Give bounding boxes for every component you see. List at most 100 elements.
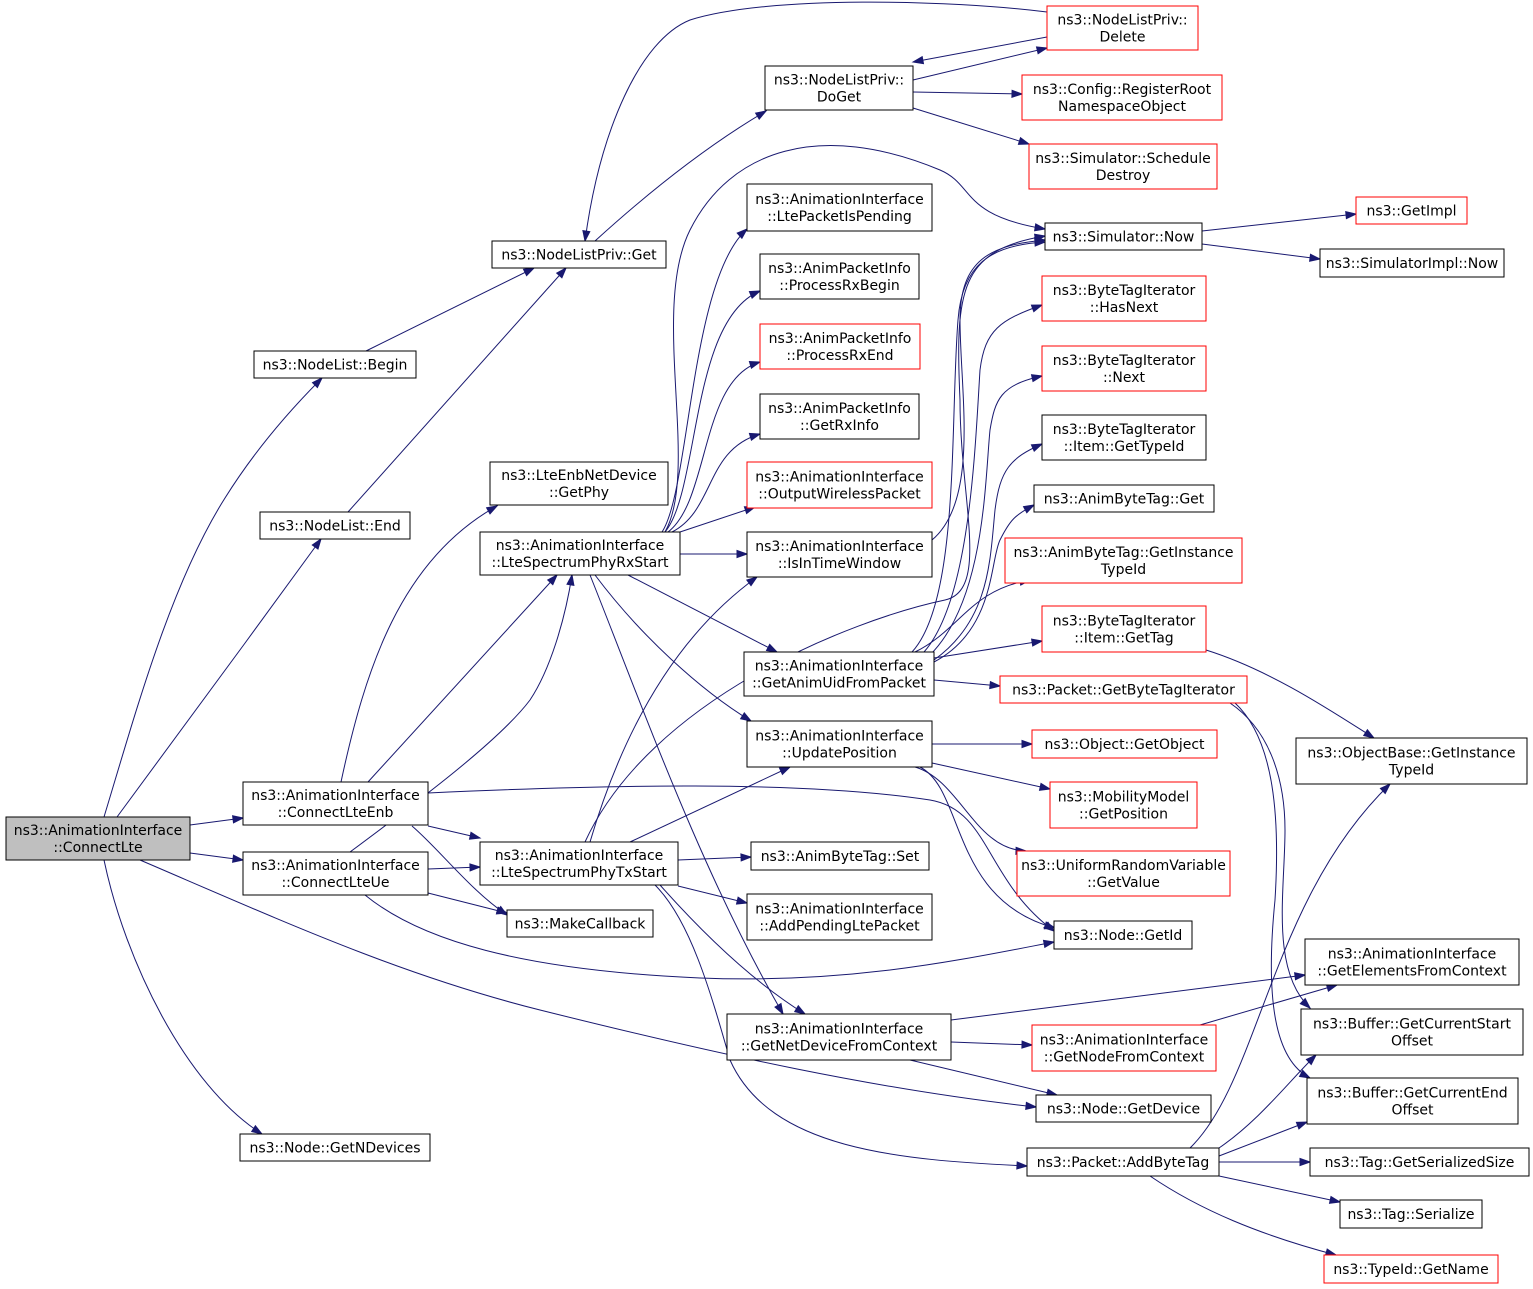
node-isintimewindow[interactable]: ns3::AnimationInterface::IsInTimeWindow [746,531,933,578]
node-updateposition[interactable]: ns3::AnimationInterface::UpdatePosition [746,720,933,768]
node-getelementsfromctx[interactable]: ns3::AnimationInterface::GetElementsFrom… [1304,938,1520,986]
node-bti_item_gettag[interactable]: ns3::ByteTagIterator::Item::GetTag [1041,605,1207,653]
node-label-lteenb_getphy-line1: ns3::LteEnbNetDevice [501,468,656,484]
arrowhead-doget-to-registerroot [1011,89,1024,98]
node-box-urv_getvalue [1016,850,1231,897]
node-box-makecallback [506,909,654,938]
node-label-mobility_getposition-line1: ns3::MobilityModel [1058,790,1190,806]
node-nodelist_begin[interactable]: ns3::NodeList::Begin [253,350,417,379]
arrowhead-doget-to-scheduledestroy [1017,136,1031,145]
node-getnodefromctx[interactable]: ns3::AnimationInterface::GetNodeFromCont… [1031,1024,1217,1072]
node-box-packet_addbytetag [1026,1147,1220,1177]
node-getrxinfo[interactable]: ns3::AnimPacketInfo::GetRxInfo [759,393,920,440]
node-box-doget [764,65,914,111]
node-typeid_getname[interactable]: ns3::TypeId::GetName [1323,1254,1499,1284]
edge-nodelist_end-to-nodelistpriv_get [347,267,567,513]
edge-packet_addbytetag-to-objectbase_getinstance [1189,783,1391,1149]
edge-connectlteenb-to-lteenb_getphy [340,505,498,783]
node-outputwireless[interactable]: ns3::AnimationInterface::OutputWirelessP… [746,461,933,509]
node-doget[interactable]: ns3::NodeListPriv::DoGet [764,65,914,111]
node-label-nlp_delete-line1: ns3::NodeListPriv:: [1057,13,1187,29]
node-node_getdevice[interactable]: ns3::Node::GetDevice [1035,1094,1212,1123]
node-nlp_delete[interactable]: ns3::NodeListPriv::Delete [1046,5,1199,51]
node-connectlteenb[interactable]: ns3::AnimationInterface::ConnectLteEnb [242,781,429,826]
node-label-connectlteenb-line2: ::ConnectLteEnb [278,805,394,821]
node-animbytetag_set[interactable]: ns3::AnimByteTag::Set [750,841,930,871]
node-node_getid[interactable]: ns3::Node::GetId [1053,920,1193,950]
edge-connectlteue-to-makecallback [427,892,508,914]
node-txstart[interactable]: ns3::AnimationInterface::LteSpectrumPhyT… [479,841,679,886]
node-box-connectlteenb [242,781,429,826]
arrowhead-nodelist_begin-to-nodelistpriv_get [522,267,536,277]
node-packet_addbytetag[interactable]: ns3::Packet::AddByteTag [1026,1147,1220,1177]
node-label-simimpl_now-line1: ns3::SimulatorImpl::Now [1326,256,1499,272]
edge-connectlteenb-to-rxstart [367,574,558,783]
node-label-bti_item_gettypeid-line2: ::Item::GetTypeId [1064,439,1185,455]
node-label-doget-line1: ns3::NodeListPriv:: [774,73,904,89]
node-label-processrxbegin-line1: ns3::AnimPacketInfo [768,261,911,277]
node-bti_next[interactable]: ns3::ByteTagIterator::Next [1041,345,1207,392]
node-getanimuid[interactable]: ns3::AnimationInterface::GetAnimUidFromP… [743,651,935,697]
node-tag_serialize[interactable]: ns3::Tag::Serialize [1339,1199,1483,1229]
node-label-scheduledestroy-line1: ns3::Simulator::Schedule [1035,151,1211,167]
edge-getanimuid-to-simulator_now [911,241,1046,653]
arrowhead-connectlte-to-connectlteenb [232,815,245,824]
node-label-registerroot-line1: ns3::Config::RegisterRoot [1033,82,1212,98]
node-label-bti_next-line1: ns3::ByteTagIterator [1053,353,1196,369]
node-tag_getserializedsize[interactable]: ns3::Tag::GetSerializedSize [1309,1147,1530,1177]
node-label-isintimewindow-line2: ::IsInTimeWindow [778,556,901,572]
node-rxstart[interactable]: ns3::AnimationInterface::LteSpectrumPhyR… [479,531,681,576]
arrowhead-getanimuid-to-simulator_now [1034,238,1047,247]
node-label-packet_addbytetag-line1: ns3::Packet::AddByteTag [1037,1155,1210,1171]
node-getimpl[interactable]: ns3::GetImpl [1355,196,1468,225]
node-nodelist_end[interactable]: ns3::NodeList::End [259,511,411,540]
node-label-connectlte-line2: ::ConnectLte [53,840,142,856]
edge-updateposition-to-node_getid [919,766,1056,929]
node-label-processrxend-line2: ::ProcessRxEnd [786,348,893,364]
node-nodelistpriv_get[interactable]: ns3::NodeListPriv::Get [491,240,667,269]
node-label-buffer_getstart-line1: ns3::Buffer::GetCurrentStart [1313,1017,1511,1033]
edge-doget-to-nlp_delete [912,47,1048,81]
node-label-getrxinfo-line1: ns3::AnimPacketInfo [768,401,911,417]
node-bti_item_gettypeid[interactable]: ns3::ByteTagIterator::Item::GetTypeId [1041,414,1207,461]
node-object_getobject[interactable]: ns3::Object::GetObject [1031,729,1218,759]
node-urv_getvalue[interactable]: ns3::UniformRandomVariable::GetValue [1016,850,1231,897]
node-connectlteue[interactable]: ns3::AnimationInterface::ConnectLteUe [242,851,429,896]
node-connectlte[interactable]: ns3::AnimationInterface::ConnectLte [5,816,191,861]
node-processrxbegin[interactable]: ns3::AnimPacketInfo::ProcessRxBegin [759,253,920,300]
node-packet_getbytetagiter[interactable]: ns3::Packet::GetByteTagIterator [999,675,1248,704]
edge-txstart-to-packet_addbytetag [654,884,1028,1167]
edge-txstart-to-getnetdevicefromctx [659,884,806,1015]
node-addpendinglte[interactable]: ns3::AnimationInterface::AddPendingLtePa… [746,893,933,941]
node-box-scheduledestroy [1028,143,1218,190]
edge-getnetdevicefromctx-to-getnodefromctx [950,1041,1033,1046]
node-box-tag_getserializedsize [1309,1147,1530,1177]
node-box-updateposition [746,720,933,768]
node-label-object_getobject-line1: ns3::Object::GetObject [1044,737,1205,753]
arrowhead-getanimuid-to-bti_next [1030,374,1044,383]
node-ltepacketispending[interactable]: ns3::AnimationInterface::LtePacketIsPend… [746,183,933,232]
node-mobility_getposition[interactable]: ns3::MobilityModel::GetPosition [1049,781,1198,829]
arrowhead-rxstart-to-simulator_now [1033,223,1047,232]
node-bti_hasnext[interactable]: ns3::ByteTagIterator::HasNext [1041,275,1207,322]
arrowhead-rxstart-to-getnetdevicefromctx [774,1002,784,1016]
node-getnetdevicefromctx[interactable]: ns3::AnimationInterface::GetNetDeviceFro… [726,1013,952,1061]
edge-getnetdevicefromctx-to-getelementsfromctx [950,974,1306,1021]
node-label-registerroot-line2: NamespaceObject [1058,99,1186,115]
node-getndevices[interactable]: ns3::Node::GetNDevices [239,1133,431,1162]
arrowhead-connectlte-to-connectlteue [232,854,245,863]
node-box-getelementsfromctx [1304,938,1520,986]
node-label-bti_hasnext-line1: ns3::ByteTagIterator [1053,283,1196,299]
node-makecallback[interactable]: ns3::MakeCallback [506,909,654,938]
node-animbytetag_get[interactable]: ns3::AnimByteTag::Get [1033,484,1215,513]
node-lteenb_getphy[interactable]: ns3::LteEnbNetDevice::GetPhy [489,461,669,506]
node-processrxend[interactable]: ns3::AnimPacketInfo::ProcessRxEnd [759,323,921,370]
node-simulator_now[interactable]: ns3::Simulator::Now [1044,222,1203,251]
node-simimpl_now[interactable]: ns3::SimulatorImpl::Now [1319,248,1505,278]
